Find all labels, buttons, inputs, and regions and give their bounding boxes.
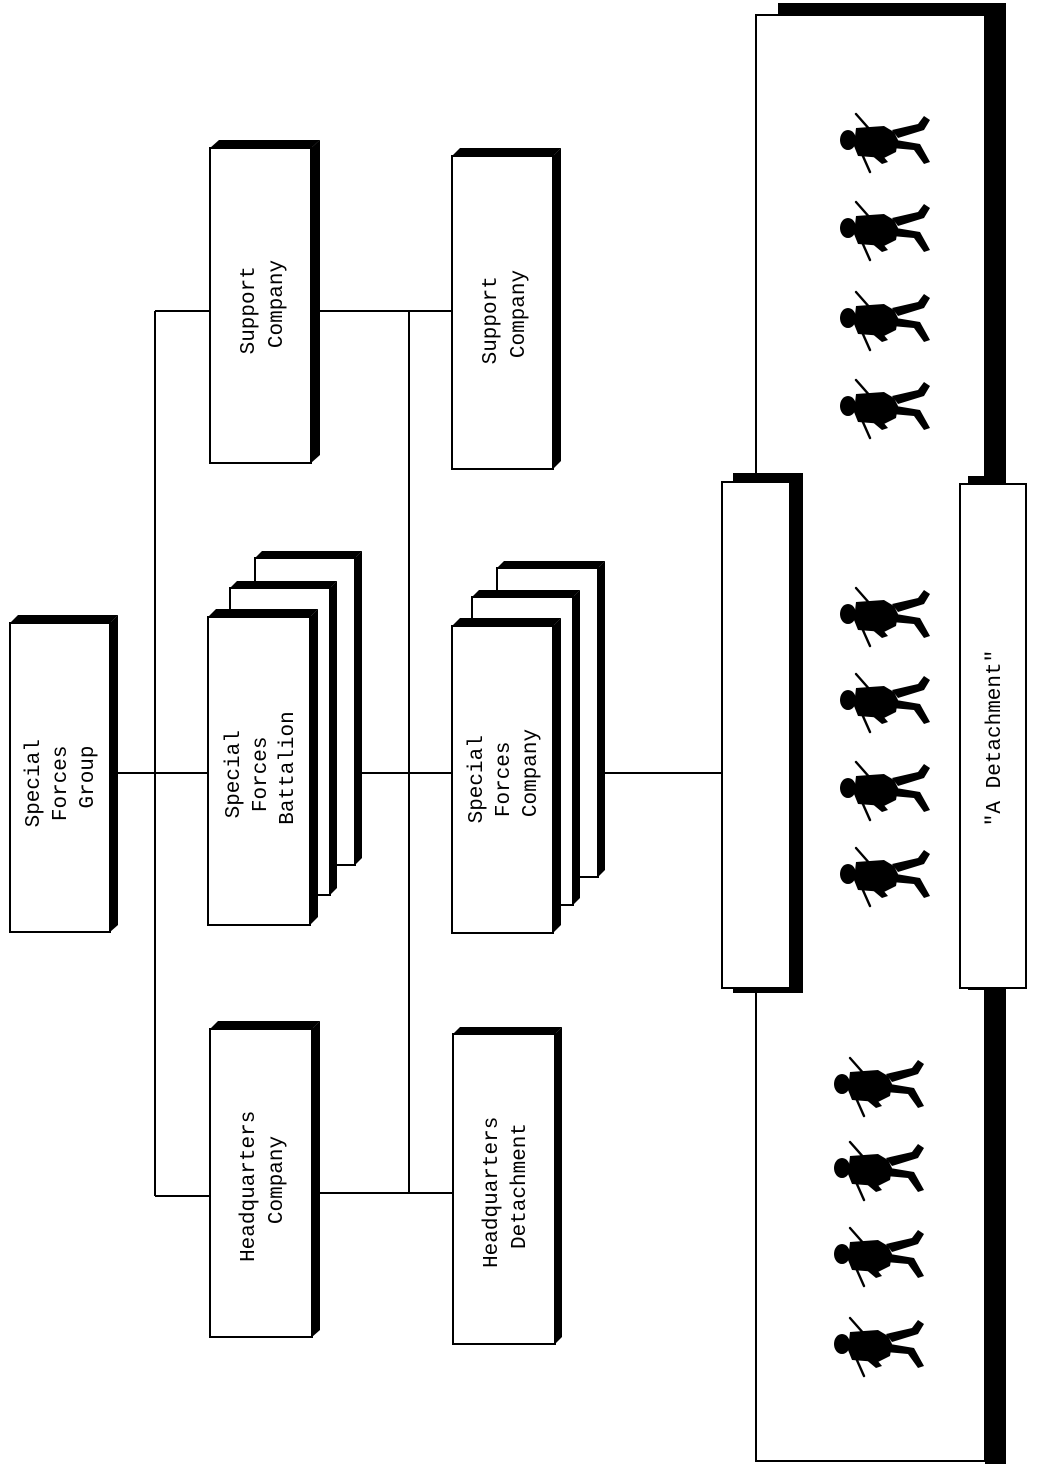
- label-line: Headquarters: [238, 1111, 261, 1262]
- soldier-silhouette-icon: [832, 1316, 926, 1378]
- label-line: Detachment: [509, 1123, 532, 1249]
- soldier-group-bottom: [832, 1056, 926, 1378]
- label-line: Special: [223, 730, 246, 818]
- box-headquarters-detachment: Headquarters Detachment: [452, 1027, 562, 1345]
- label-line: Battalion: [277, 711, 300, 824]
- soldier-silhouette-icon: [832, 1226, 926, 1288]
- soldier-silhouette-icon: [838, 846, 932, 908]
- label-headquarters-company: Headquarters Company: [238, 1098, 289, 1262]
- a-detachment-connector-box: [721, 473, 803, 993]
- label-line: Support: [480, 276, 503, 364]
- label-line: Company: [266, 1136, 289, 1224]
- label-line: Special: [23, 739, 46, 827]
- label-a-detachment: "A Detachment": [984, 650, 1007, 826]
- box-special-forces-battalion: Special Forces Battalion: [207, 551, 362, 926]
- soldier-group-top: [838, 112, 932, 440]
- soldier-silhouette-icon: [838, 672, 932, 734]
- label-line: Special: [466, 735, 489, 823]
- label-support-company-1: Support Company: [238, 254, 289, 355]
- label-special-forces-battalion: Special Forces Battalion: [223, 711, 300, 824]
- soldier-silhouette-icon: [838, 200, 932, 262]
- soldier-silhouette-icon: [838, 378, 932, 440]
- label-line: Forces: [250, 736, 273, 812]
- box-special-forces-group: Special Forces Group: [9, 615, 118, 933]
- label-line: Forces: [50, 745, 73, 821]
- soldier-silhouette-icon: [832, 1056, 926, 1118]
- box-a-detachment-label: "A Detachment": [959, 476, 1027, 990]
- box-headquarters-company: Headquarters Company: [209, 1021, 320, 1338]
- label-line: Group: [77, 745, 100, 808]
- soldier-silhouette-icon: [838, 290, 932, 352]
- label-special-forces-company: Special Forces Company: [466, 723, 543, 824]
- box-support-company-battalion-level: Support Company: [209, 140, 320, 464]
- soldier-silhouette-icon: [838, 112, 932, 174]
- soldier-silhouette-icon: [838, 760, 932, 822]
- soldier-group-middle: [838, 586, 932, 908]
- a-detachment-frame: [755, 3, 1006, 1464]
- soldier-silhouette-icon: [838, 586, 932, 648]
- box-support-company-company-level: Support Company: [451, 148, 561, 470]
- label-headquarters-detachment: Headquarters Detachment: [481, 1104, 532, 1268]
- label-special-forces-group: Special Forces Group: [23, 727, 100, 828]
- label-line: Company: [520, 729, 543, 817]
- soldier-silhouette-icon: [832, 1140, 926, 1202]
- label-line: Company: [266, 260, 289, 348]
- label-support-company-2: Support Company: [480, 264, 531, 365]
- label-line: Forces: [493, 741, 516, 817]
- box-special-forces-company: Special Forces Company: [451, 561, 605, 934]
- label-line: Headquarters: [481, 1117, 504, 1268]
- label-line: Company: [508, 270, 531, 358]
- label-line: Support: [238, 266, 261, 354]
